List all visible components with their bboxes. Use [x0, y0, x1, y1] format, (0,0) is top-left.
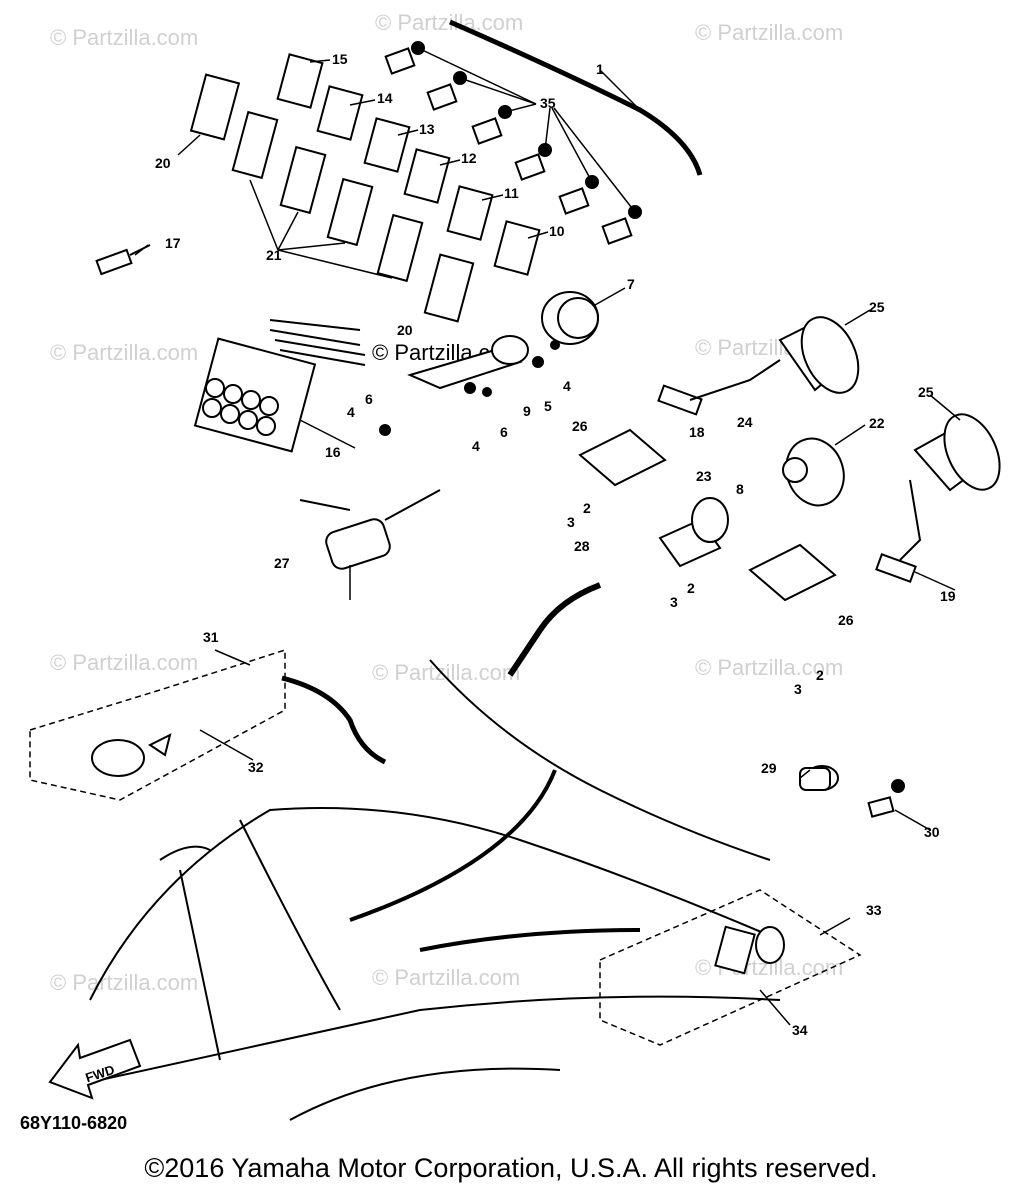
callout-12: 12 — [461, 150, 477, 166]
callout-29: 29 — [761, 760, 777, 776]
callout-31: 31 — [203, 629, 219, 645]
watermark: © Partzilla.com — [695, 20, 843, 45]
callout-24: 24 — [737, 414, 753, 430]
fwd-arrow-icon: FWD — [48, 1038, 142, 1100]
watermark: © Partzilla.com — [50, 650, 198, 675]
copyright-notice: ©2016 Yamaha Motor Corporation, U.S.A. A… — [144, 1153, 878, 1183]
callout-14: 14 — [377, 90, 393, 106]
callout-27: 27 — [274, 555, 290, 571]
buzzer-27 — [299, 489, 441, 570]
callout-35: 35 — [540, 95, 556, 111]
callout-18: 18 — [689, 424, 705, 440]
callouts: 1 2 3 2 3 2 3 4 4 4 5 6 6 7 8 9 10 11 12… — [155, 51, 956, 1038]
callout-32: 32 — [248, 759, 264, 775]
bracket-9 — [407, 335, 529, 390]
callout-25: 25 — [869, 299, 885, 315]
rocker-switches — [189, 53, 541, 323]
callout-4: 4 — [347, 404, 355, 420]
callout-7: 7 — [627, 276, 635, 292]
callout-11: 11 — [504, 185, 519, 201]
callout-25: 25 — [918, 384, 934, 400]
callout-33: 33 — [866, 902, 882, 918]
kit-33-box — [599, 889, 862, 1046]
diagram-code: 68Y110-6820 — [20, 1113, 128, 1133]
gauge-7 — [541, 291, 599, 345]
callout-3: 3 — [670, 594, 678, 610]
callout-17: 17 — [165, 235, 181, 251]
watermark: © Partzilla.com — [50, 970, 198, 995]
callout-26: 26 — [572, 418, 588, 434]
callout-8: 8 — [736, 481, 744, 497]
gauge-holder-8 — [658, 497, 729, 568]
callout-15: 15 — [332, 51, 348, 67]
callout-2: 2 — [583, 500, 591, 516]
callout-2: 2 — [816, 667, 824, 683]
pointer-arrow — [419, 928, 641, 952]
callout-34: 34 — [792, 1022, 808, 1038]
gauge-25-upper — [778, 316, 860, 394]
callout-26: 26 — [838, 612, 854, 628]
callout-28: 28 — [574, 538, 590, 554]
callout-22: 22 — [869, 415, 885, 431]
callout-leaders — [134, 59, 961, 1026]
harness-connector-16 — [193, 319, 366, 453]
callout-2: 2 — [687, 580, 695, 596]
callout-30: 30 — [924, 824, 940, 840]
callout-19: 19 — [940, 588, 956, 604]
nuts-washers — [379, 340, 560, 436]
gauge-22 — [782, 437, 845, 507]
callout-4: 4 — [472, 438, 480, 454]
callout-20: 20 — [397, 322, 413, 338]
watermark: © Partzilla.com — [50, 25, 198, 50]
caps-35 — [411, 41, 642, 219]
callout-6: 6 — [500, 424, 508, 440]
callout-21: 21 — [266, 247, 282, 263]
gauge-25-lower — [913, 413, 1001, 492]
wire-harness-1 — [449, 19, 703, 176]
leaders-35 — [417, 47, 636, 213]
callout-1: 1 — [596, 61, 604, 77]
watermark: © Partzilla.com — [372, 660, 520, 685]
pointer-arrow — [349, 769, 557, 922]
watermark: © Partzilla.com — [375, 10, 523, 35]
watermarks: © Partzilla.com © Partzilla.com © Partzi… — [50, 10, 843, 995]
pointer-arrow — [281, 675, 387, 765]
callout-3: 3 — [567, 514, 575, 530]
callout-5: 5 — [544, 398, 552, 414]
callout-10: 10 — [549, 223, 565, 239]
callout-4: 4 — [563, 378, 571, 394]
brackets-26 — [578, 428, 837, 602]
callout-23: 23 — [696, 468, 712, 484]
switch-33 — [714, 925, 785, 975]
watermark: © Partzilla.com — [372, 965, 520, 990]
callout-20: 20 — [155, 155, 171, 171]
hull-outline — [89, 659, 781, 1121]
callout-13: 13 — [419, 121, 435, 137]
plug-connectors — [384, 47, 633, 245]
connectors-18-19 — [657, 359, 922, 583]
hose-28 — [507, 582, 602, 677]
leaders-21 — [249, 179, 393, 279]
watermark: © Partzilla.com — [50, 340, 198, 365]
callout-3: 3 — [794, 681, 802, 697]
callout-9: 9 — [523, 403, 531, 419]
callout-16: 16 — [325, 444, 341, 460]
sender-32 — [91, 733, 172, 777]
callout-6: 6 — [365, 391, 373, 407]
switch-29-30 — [799, 765, 905, 818]
watermark: © Partzilla.com — [695, 655, 843, 680]
